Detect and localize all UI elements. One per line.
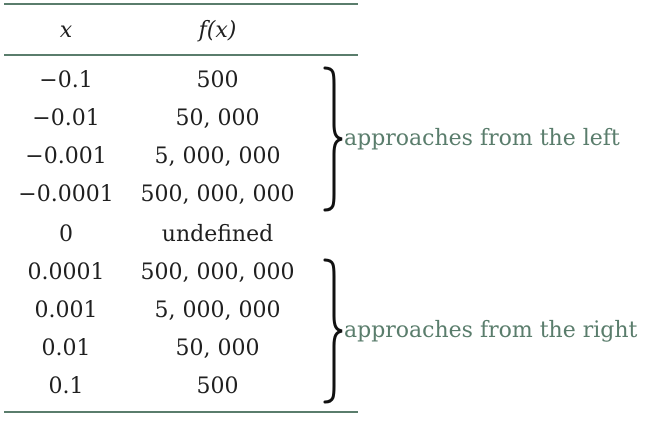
- row-2-fx: 50, 000: [175, 106, 260, 131]
- row-7-fx: 5, 000, 000: [154, 298, 281, 323]
- header-rule: [4, 54, 358, 56]
- row-3-x: −0.001: [25, 144, 107, 169]
- row-7-x: 0.001: [34, 298, 98, 323]
- header-x: x: [59, 18, 73, 43]
- row-8-x: 0.01: [41, 336, 91, 361]
- row-4-x: −0.0001: [18, 182, 114, 207]
- row-8-fx: 50, 000: [175, 336, 260, 361]
- annotation-right: approaches from the right: [344, 318, 638, 343]
- annotation-left: approaches from the left: [344, 126, 620, 151]
- top-rule: [4, 3, 358, 5]
- row-6-x: 0.0001: [27, 260, 105, 285]
- header-fx: f(x): [198, 18, 237, 43]
- row-5-x: 0: [59, 222, 73, 247]
- row-1-fx: 500: [196, 68, 239, 93]
- right-brace-icon: [323, 258, 343, 404]
- row-4-fx: 500, 000, 000: [140, 182, 295, 207]
- row-1-x: −0.1: [39, 68, 93, 93]
- right-brace-icon: [323, 66, 343, 212]
- row-5-fx: undefined: [161, 222, 274, 247]
- row-6-fx: 500, 000, 000: [140, 260, 295, 285]
- row-3-fx: 5, 000, 000: [154, 144, 281, 169]
- row-9-fx: 500: [196, 374, 239, 399]
- row-2-x: −0.01: [32, 106, 100, 131]
- row-9-x: 0.1: [48, 374, 84, 399]
- bottom-rule: [4, 411, 358, 413]
